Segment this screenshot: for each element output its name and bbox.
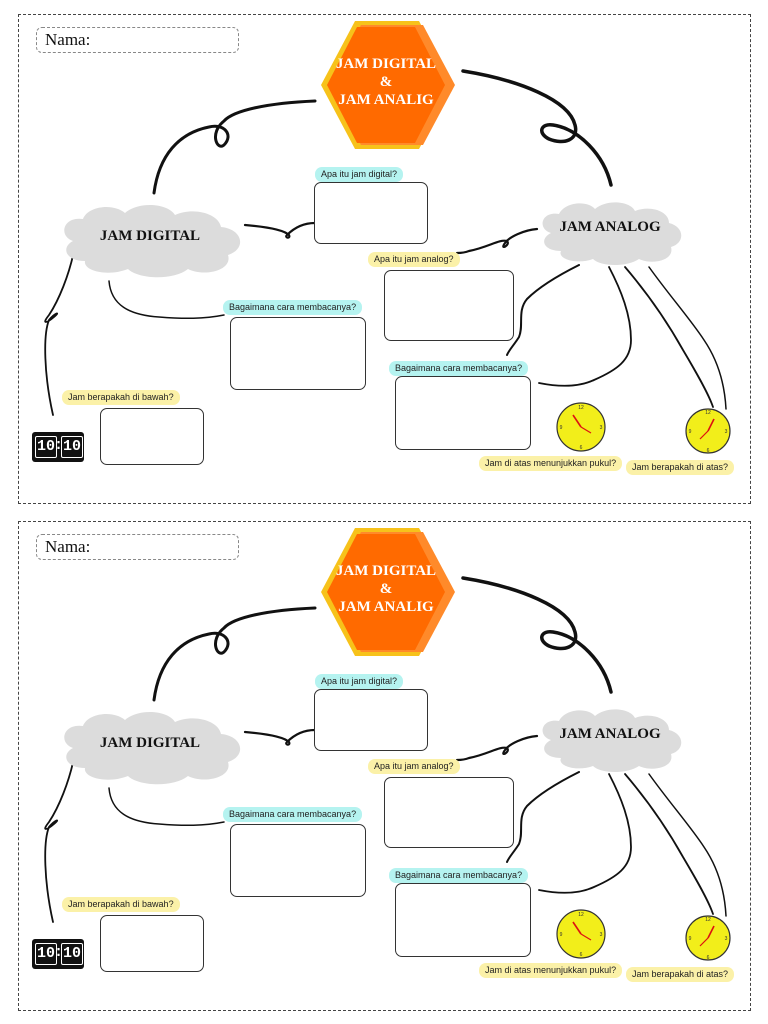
answer-box-apa-digital[interactable] bbox=[314, 689, 428, 751]
svg-text:3: 3 bbox=[600, 425, 603, 431]
svg-text:12: 12 bbox=[578, 912, 584, 918]
cloud-jam-digital: JAM DIGITAL bbox=[53, 708, 247, 786]
answer-box-cara-digital[interactable] bbox=[230, 824, 366, 897]
svg-text:3: 3 bbox=[725, 429, 728, 435]
svg-text:3: 3 bbox=[725, 936, 728, 942]
analog-clock-icon: 12 6 3 9 bbox=[556, 909, 606, 959]
name-label: Nama: bbox=[45, 30, 91, 49]
svg-text:12: 12 bbox=[705, 410, 711, 416]
svg-text:9: 9 bbox=[560, 425, 563, 431]
cloud-icon bbox=[64, 711, 241, 785]
connector-lines bbox=[44, 576, 727, 923]
jam-digital-label: JAM DIGITAL bbox=[99, 735, 201, 751]
answer-box-bawah[interactable] bbox=[100, 915, 204, 972]
question-cara-analog: Bagaimana cara membacanya? bbox=[389, 868, 529, 883]
svg-text:6: 6 bbox=[580, 445, 583, 451]
digital-clock-minutes: 10 bbox=[61, 943, 83, 965]
analog-clock-icon: 12 6 3 9 bbox=[556, 402, 606, 452]
name-field[interactable]: Nama: bbox=[36, 27, 239, 53]
title-hexagon: JAM DIGITAL & JAM ANALIG bbox=[315, 19, 457, 151]
worksheet-top: Nama: JAM DIGITAL & JAM ANALIG JAM DIGIT… bbox=[18, 14, 751, 504]
analog-clock-icon: 12 6 3 9 bbox=[685, 915, 731, 961]
digital-clock-sep: : bbox=[54, 944, 64, 961]
question-cara-digital: Bagaimana cara membacanya? bbox=[223, 300, 363, 315]
jam-analog-label: JAM ANALOG bbox=[559, 219, 661, 235]
question-bawah: Jam berapakah di bawah? bbox=[62, 897, 180, 912]
cloud-jam-analog: JAM ANALOG bbox=[535, 199, 685, 267]
digital-clock-minutes: 10 bbox=[61, 436, 83, 458]
hexagon-title-icon bbox=[321, 21, 455, 149]
svg-text:6: 6 bbox=[707, 955, 710, 961]
name-label: Nama: bbox=[45, 537, 91, 556]
title-line-1: JAM DIGITAL bbox=[335, 563, 437, 579]
title-line-2: JAM ANALIG bbox=[338, 599, 434, 615]
worksheet-bottom: Nama: JAM DIGITAL & JAM ANALIG JAM DIGIT… bbox=[18, 521, 751, 1011]
cloud-jam-digital: JAM DIGITAL bbox=[53, 201, 247, 279]
answer-box-apa-analog[interactable] bbox=[384, 270, 514, 341]
svg-text:9: 9 bbox=[689, 429, 692, 435]
cloud-icon bbox=[542, 202, 682, 265]
connector-lines bbox=[44, 69, 727, 416]
answer-box-cara-digital[interactable] bbox=[230, 317, 366, 390]
digital-clock-icon: 10 : 10 bbox=[32, 432, 84, 462]
question-apa-digital: Apa itu jam digital? bbox=[315, 167, 404, 182]
name-field[interactable]: Nama: bbox=[36, 534, 239, 560]
answer-box-apa-digital[interactable] bbox=[314, 182, 428, 244]
question-pukul: Jam di atas menunjukkan pukul? bbox=[479, 456, 623, 471]
question-apa-digital: Apa itu jam digital? bbox=[315, 674, 404, 689]
jam-analog-label: JAM ANALOG bbox=[559, 726, 661, 742]
svg-text:6: 6 bbox=[580, 952, 583, 958]
title-amp: & bbox=[379, 581, 393, 597]
svg-text:6: 6 bbox=[707, 448, 710, 454]
answer-box-cara-analog[interactable] bbox=[395, 376, 531, 450]
question-apa-analog: Apa itu jam analog? bbox=[368, 759, 460, 774]
svg-text:12: 12 bbox=[578, 405, 584, 411]
cloud-icon bbox=[64, 204, 241, 278]
cloud-jam-analog: JAM ANALOG bbox=[535, 706, 685, 774]
question-pukul: Jam di atas menunjukkan pukul? bbox=[479, 963, 623, 978]
answer-box-cara-analog[interactable] bbox=[395, 883, 531, 957]
digital-clock-hours: 10 bbox=[35, 943, 57, 965]
cloud-icon bbox=[542, 709, 682, 772]
svg-text:3: 3 bbox=[600, 932, 603, 938]
digital-clock-hours: 10 bbox=[35, 436, 57, 458]
question-atas: Jam berapakah di atas? bbox=[626, 967, 735, 982]
question-apa-analog: Apa itu jam analog? bbox=[368, 252, 460, 267]
answer-box-bawah[interactable] bbox=[100, 408, 204, 465]
question-cara-digital: Bagaimana cara membacanya? bbox=[223, 807, 363, 822]
question-bawah: Jam berapakah di bawah? bbox=[62, 390, 180, 405]
digital-clock-icon: 10 : 10 bbox=[32, 939, 84, 969]
svg-text:9: 9 bbox=[689, 936, 692, 942]
question-atas: Jam berapakah di atas? bbox=[626, 460, 735, 475]
analog-clock-icon: 12 6 3 9 bbox=[685, 408, 731, 454]
svg-text:9: 9 bbox=[560, 932, 563, 938]
title-hexagon: JAM DIGITAL & JAM ANALIG bbox=[315, 526, 457, 658]
title-amp: & bbox=[379, 74, 393, 90]
question-cara-analog: Bagaimana cara membacanya? bbox=[389, 361, 529, 376]
answer-box-apa-analog[interactable] bbox=[384, 777, 514, 848]
digital-clock-sep: : bbox=[54, 437, 64, 454]
title-line-2: JAM ANALIG bbox=[338, 92, 434, 108]
title-line-1: JAM DIGITAL bbox=[335, 56, 437, 72]
hexagon-title-icon bbox=[321, 528, 455, 656]
svg-text:12: 12 bbox=[705, 917, 711, 923]
jam-digital-label: JAM DIGITAL bbox=[99, 228, 201, 244]
